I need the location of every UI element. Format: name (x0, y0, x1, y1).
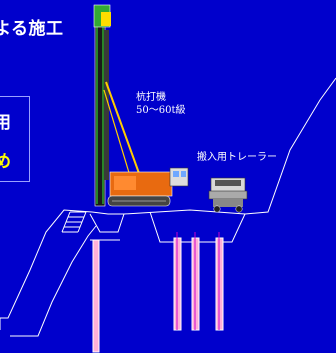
piles (92, 232, 224, 353)
pile-left (92, 239, 100, 353)
stairs (61, 211, 87, 233)
pile-driver-label: 杭打機 50〜60t級 (136, 91, 185, 117)
callout-text-line2: め (0, 152, 11, 172)
trailer (208, 177, 248, 213)
callout-box (0, 96, 30, 182)
pile-driver-class: 50〜60t級 (136, 105, 186, 116)
page-title: よる施工 (0, 19, 64, 39)
trailer-label: 搬入用トレーラー (197, 152, 277, 163)
callout-text-line1: 用 (0, 113, 11, 133)
pile-driver-name: 杭打機 (136, 92, 166, 103)
pile-driver (93, 4, 189, 207)
